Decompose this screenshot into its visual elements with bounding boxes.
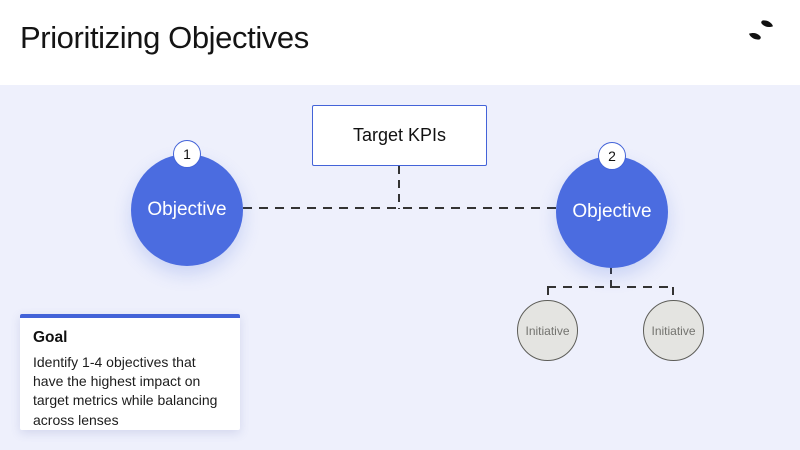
target-kpis-box[interactable]: Target KPIs bbox=[312, 105, 487, 166]
objective-1-badge: 1 bbox=[173, 140, 201, 168]
initiative-2-label: Initiative bbox=[651, 323, 696, 338]
objective-node-2[interactable]: 2 Objective bbox=[556, 142, 668, 268]
goal-card: Goal Identify 1-4 objectives that have t… bbox=[20, 314, 240, 430]
objective-2-badge-number: 2 bbox=[608, 148, 616, 164]
goal-card-body: Identify 1-4 objectives that have the hi… bbox=[33, 354, 218, 428]
initiative-node-2[interactable]: Initiative bbox=[643, 300, 704, 361]
slide-header: Prioritizing Objectives bbox=[0, 0, 800, 85]
objective-2-badge: 2 bbox=[598, 142, 626, 170]
brand-swirl-icon bbox=[749, 20, 773, 40]
connector-objectives bbox=[243, 207, 556, 209]
goal-card-title: Goal bbox=[33, 329, 68, 346]
initiative-1-label: Initiative bbox=[525, 323, 570, 338]
connector-kpi-vertical bbox=[398, 166, 400, 209]
initiative-node-1[interactable]: Initiative bbox=[517, 300, 578, 361]
connector-branch-vertical bbox=[610, 266, 612, 292]
diagram-canvas: Target KPIs 1 Objective 2 Objective Init… bbox=[0, 85, 800, 450]
connector-stub-right bbox=[672, 287, 674, 301]
connector-branch-horizontal bbox=[547, 286, 674, 288]
target-kpis-label: Target KPIs bbox=[352, 125, 447, 145]
page-title: Prioritizing Objectives bbox=[20, 20, 309, 55]
objective-2-label: Objective bbox=[572, 201, 652, 222]
objective-node-1[interactable]: 1 Objective bbox=[131, 140, 243, 266]
objective-1-label: Objective bbox=[147, 199, 227, 220]
objective-1-badge-number: 1 bbox=[183, 146, 191, 162]
connector-stub-left bbox=[547, 287, 549, 301]
